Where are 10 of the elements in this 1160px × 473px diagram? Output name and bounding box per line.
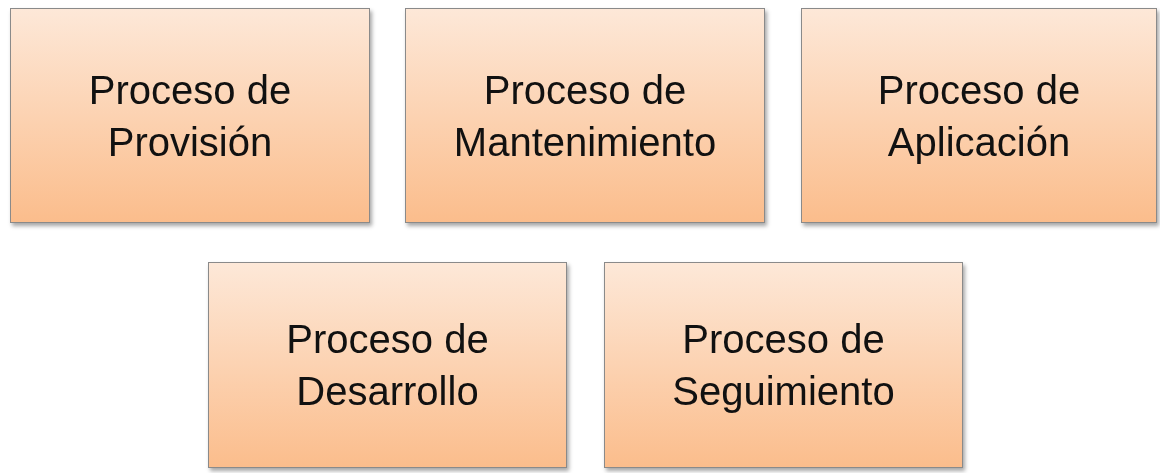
process-box: [208, 262, 567, 468]
box-label: Proceso de Provisión: [87, 66, 293, 166]
process-box: [405, 8, 765, 223]
process-box: [604, 262, 963, 468]
process-box: [10, 8, 370, 223]
box-label: Proceso de Aplicación: [876, 66, 1082, 166]
box-label: Proceso de Desarrollo: [285, 316, 490, 415]
box-label: Proceso de Mantenimiento: [452, 66, 718, 166]
box-label: Proceso de Seguimiento: [671, 316, 896, 415]
process-box: [801, 8, 1157, 223]
